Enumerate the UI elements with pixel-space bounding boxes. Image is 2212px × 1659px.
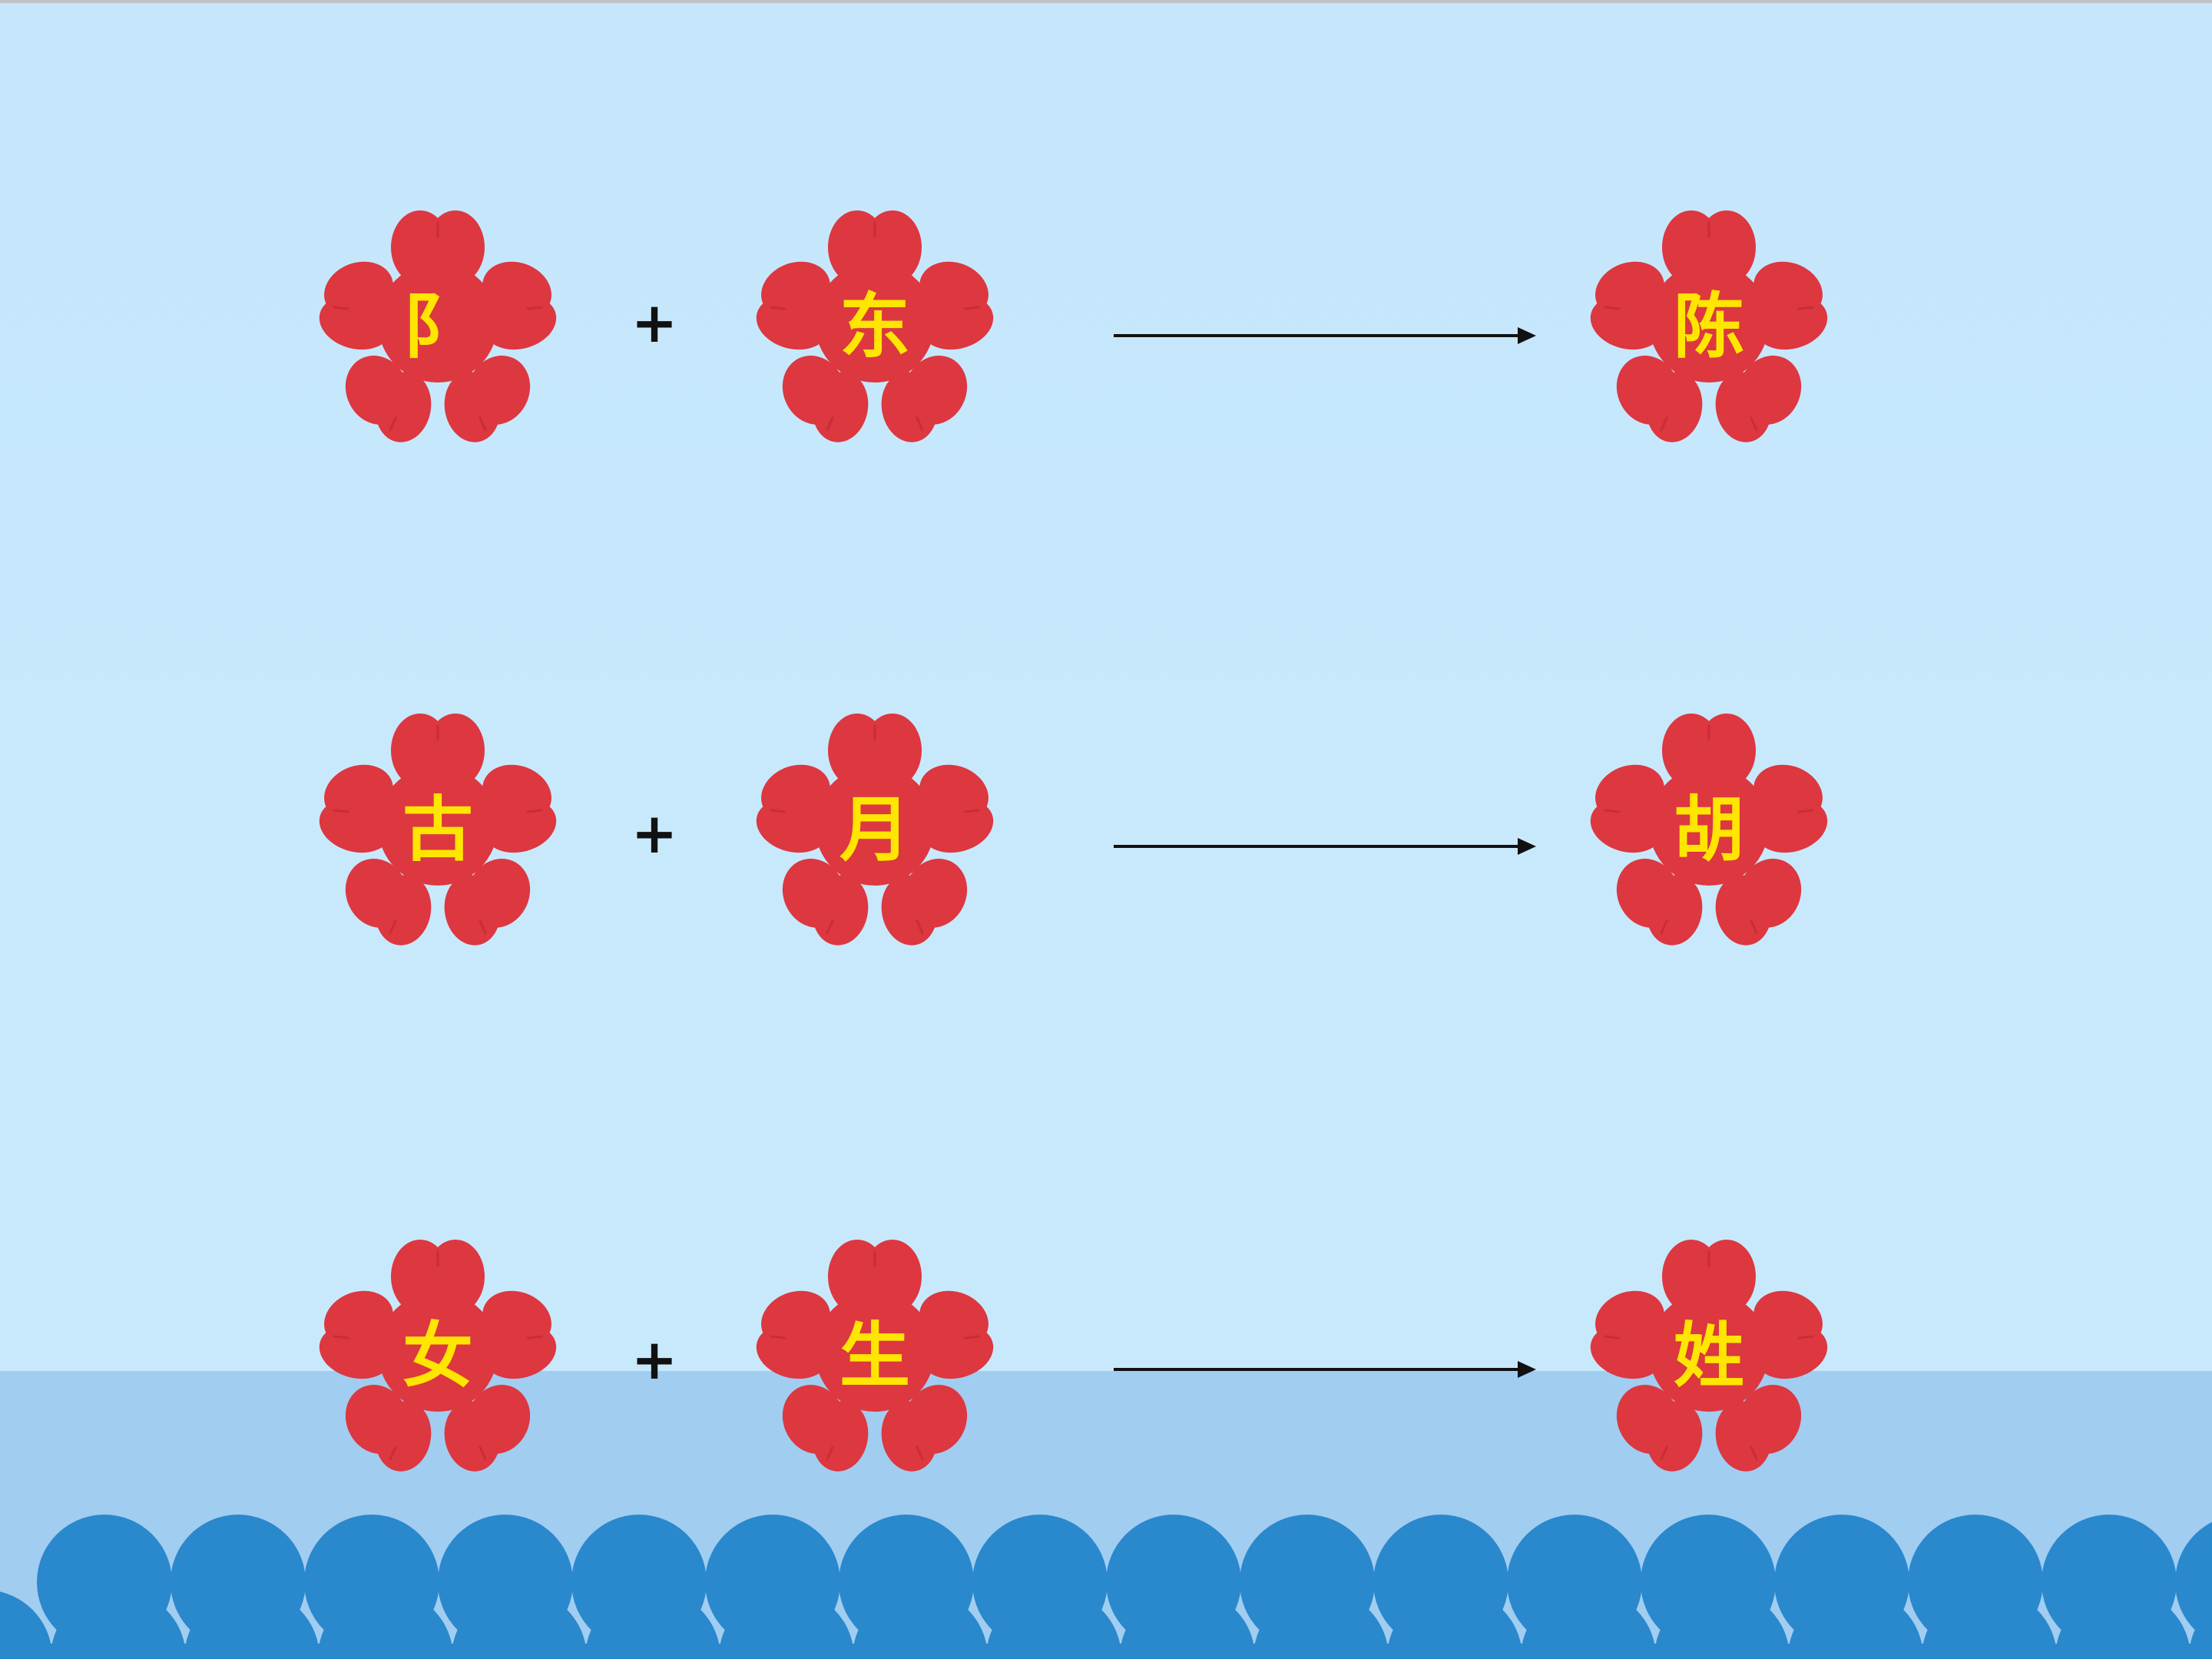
wave-scallop <box>585 1590 720 1659</box>
wave-scallop <box>2055 1590 2190 1659</box>
component-char-2: 生 <box>839 1314 910 1397</box>
wave-scallop <box>318 1590 453 1659</box>
flower-part2: 生 <box>748 1229 1002 1482</box>
result-char: 姓 <box>1673 1314 1744 1397</box>
wave-scallop <box>184 1590 320 1659</box>
equation-row-1: 阝 + 东 陈 <box>0 200 2212 453</box>
wave-scallop <box>1654 1590 1790 1659</box>
component-char-1: 女 <box>402 1314 473 1397</box>
flower-part1: 阝 <box>311 200 565 453</box>
plus-sign: + <box>631 290 678 355</box>
wave-scallop <box>1922 1590 2057 1659</box>
component-char-1: 古 <box>402 788 473 871</box>
result-char: 陈 <box>1673 285 1744 368</box>
wave-scallop <box>1521 1590 1656 1659</box>
right-arrow-icon <box>1114 1358 1536 1381</box>
wave-base <box>0 1644 2212 1659</box>
wave-scallop <box>51 1590 186 1659</box>
wave-scallop <box>452 1590 587 1659</box>
plus-sign: + <box>631 1327 678 1392</box>
wave-scallop <box>1387 1590 1522 1659</box>
wave-scallop <box>1788 1590 1923 1659</box>
wave-scallop <box>719 1590 854 1659</box>
equation-row-2: 古 + 月 胡 <box>0 703 2212 956</box>
wave-scallop <box>1253 1590 1389 1659</box>
top-border <box>0 0 2212 3</box>
equation-row-3: 女 + 生 姓 <box>0 1229 2212 1482</box>
component-char-2: 东 <box>839 285 910 368</box>
flower-result: 胡 <box>1582 703 1836 956</box>
component-char-1: 阝 <box>402 285 473 368</box>
wave-scallop <box>1120 1590 1255 1659</box>
wave-scallop <box>2175 1522 2212 1643</box>
plus-sign: + <box>631 801 678 866</box>
wave-scallop <box>853 1590 988 1659</box>
component-char-2: 月 <box>839 788 910 871</box>
flower-result: 姓 <box>1582 1229 1836 1482</box>
flower-part2: 东 <box>748 200 1002 453</box>
flower-result: 陈 <box>1582 200 1836 453</box>
wave-icon <box>0 1515 2212 1659</box>
wave-scallop <box>986 1590 1121 1659</box>
flower-part1: 古 <box>311 703 565 956</box>
right-arrow-icon <box>1114 324 1536 347</box>
right-arrow-icon <box>1114 835 1536 858</box>
flower-part1: 女 <box>311 1229 565 1482</box>
wave-scallop <box>0 1591 52 1659</box>
flower-part2: 月 <box>748 703 1002 956</box>
result-char: 胡 <box>1673 788 1744 871</box>
